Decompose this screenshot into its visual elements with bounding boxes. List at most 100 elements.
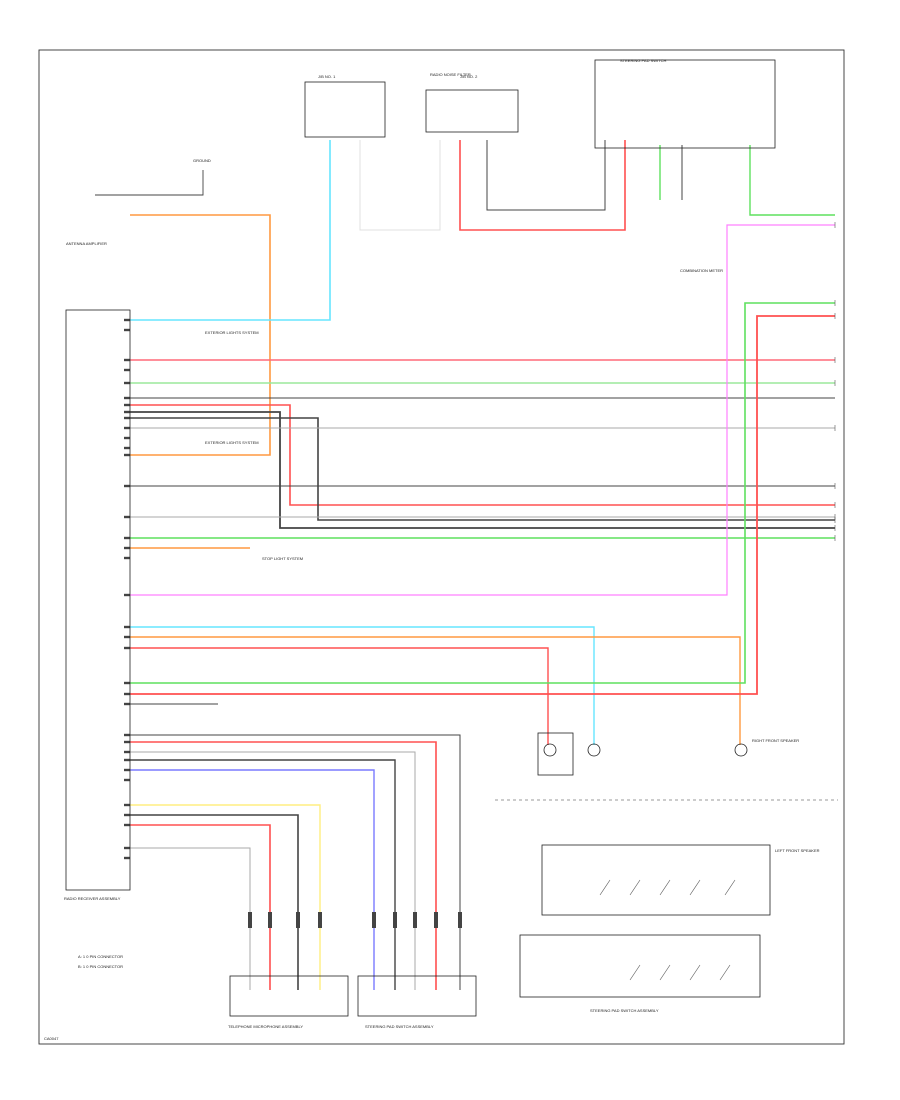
- bottom-pin-4: [318, 912, 322, 928]
- pin-mark-25: [124, 702, 130, 706]
- wire-2: [130, 140, 331, 321]
- pin-mark-7: [124, 403, 130, 407]
- pin-mark-22: [124, 646, 130, 650]
- switch-contact-1: [599, 879, 611, 896]
- wire-6: [130, 404, 835, 506]
- tel-connector-box: [229, 975, 349, 1017]
- pin-mark-32: [124, 803, 130, 807]
- pin-mark-23: [124, 681, 130, 685]
- pin-mark-4: [124, 368, 130, 372]
- bottom-pin-3: [296, 912, 300, 928]
- pin-mark-35: [124, 846, 130, 850]
- radio-filter-label: RADIO NOISE FILTER: [430, 72, 471, 77]
- footer-code: CA0047: [44, 1036, 59, 1041]
- switch-contact-5: [724, 879, 736, 896]
- speaker-mid-icon: [587, 743, 601, 757]
- speakers-row: RIGHT FRONT SPEAKER: [495, 732, 838, 801]
- top-module-a-box: [304, 81, 386, 138]
- wire-23: [130, 751, 416, 990]
- bottom-pin-6: [393, 912, 397, 928]
- stop-light-label: STOP LIGHT SYSTEM: [262, 556, 303, 561]
- wire-30: [459, 140, 626, 231]
- exterior-lights-a: EXTERIOR LIGHTS SYSTEM: [205, 330, 259, 335]
- steering-sw-box: [357, 975, 477, 1017]
- switch-contact-4: [689, 879, 701, 896]
- pin-mark-8: [124, 410, 130, 414]
- antenna-label: ANTENNA AMPLIFIER: [66, 241, 107, 246]
- wire-27: [130, 814, 299, 990]
- legend-a: A: 1 0 PIN CONNECTOR: [78, 954, 123, 959]
- wire-8: [130, 417, 835, 521]
- main-unit-box: [65, 309, 131, 891]
- wire-18: [130, 302, 835, 684]
- wire-31: [359, 140, 441, 231]
- steering-sw-label: STEERING PAD SWITCH ASSEMBLY: [365, 1024, 434, 1029]
- pin-mark-29: [124, 758, 130, 762]
- pin-mark-2: [124, 328, 130, 332]
- exterior-lights-b-label: EXTERIOR LIGHTS SYSTEM: [205, 440, 259, 445]
- tel-connector-label: TELEPHONE MICROPHONE ASSEMBLY: [228, 1024, 303, 1029]
- speaker-left-box: [537, 732, 574, 776]
- exterior-lights-a-label: EXTERIOR LIGHTS SYSTEM: [205, 330, 259, 335]
- audio-switch-box: [519, 934, 761, 998]
- pin-mark-9: [124, 416, 130, 420]
- main-unit-label: RADIO RECEIVER ASSEMBLY: [64, 896, 121, 901]
- audio-switch-label: STEERING PAD SWITCH ASSEMBLY: [590, 1008, 659, 1013]
- pin-mark-1: [124, 318, 130, 322]
- steering-pad-box: [594, 59, 776, 149]
- wire-16: [130, 636, 741, 745]
- pin-mark-19: [124, 593, 130, 597]
- wire-7: [130, 411, 835, 529]
- wire-1: [130, 214, 271, 456]
- pin-mark-34: [124, 823, 130, 827]
- bottom-pin-9: [458, 912, 462, 928]
- pin-mark-31: [124, 778, 130, 782]
- steering-pad-label: STEERING PAD SWITCH: [620, 58, 666, 63]
- wire-36: [95, 170, 204, 196]
- pin-mark-5: [124, 381, 130, 385]
- diagram-frame: [38, 49, 845, 1045]
- wire-28: [130, 824, 271, 990]
- top-module-b-box: [425, 89, 519, 133]
- pin-mark-20: [124, 625, 130, 629]
- left-speaker-box: [541, 844, 771, 916]
- bottom-pin-5: [372, 912, 376, 928]
- wire-35: [749, 145, 835, 216]
- wire-19: [130, 315, 835, 695]
- pin-mark-3: [124, 358, 130, 362]
- pin-mark-30: [124, 768, 130, 772]
- pin-mark-15: [124, 515, 130, 519]
- bottom-pin-7: [413, 912, 417, 928]
- pin-mark-24: [124, 692, 130, 696]
- pin-mark-36: [124, 856, 130, 860]
- combination-meter: COMBINATION METER: [680, 268, 723, 273]
- pin-mark-26: [124, 733, 130, 737]
- bottom-pin-2: [268, 912, 272, 928]
- wire-21: [130, 734, 461, 990]
- stop-light-system: STOP LIGHT SYSTEM: [262, 556, 303, 561]
- pin-mark-13: [124, 453, 130, 457]
- ground-label: GROUND: [193, 158, 211, 163]
- pin-mark-18: [124, 556, 130, 560]
- bottom-pin-1: [248, 912, 252, 928]
- switch-contact-8: [689, 964, 701, 981]
- left-speaker-label: LEFT FRONT SPEAKER: [775, 848, 820, 853]
- pin-mark-12: [124, 446, 130, 450]
- wire-15: [130, 626, 595, 745]
- wire-17: [130, 647, 549, 745]
- right-speaker-label: RIGHT FRONT SPEAKER: [752, 738, 799, 743]
- legend-b: B: 1 0 PIN CONNECTOR: [78, 964, 123, 969]
- top-module-b-label: J/B NO. 2: [460, 74, 478, 79]
- wires-layer: [95, 140, 836, 990]
- pin-mark-27: [124, 740, 130, 744]
- exterior-lights-b: EXTERIOR LIGHTS SYSTEM: [205, 440, 259, 445]
- switch-contact-9: [719, 964, 731, 981]
- pin-mark-33: [124, 813, 130, 817]
- top-module-b: J/B NO. 2: [425, 74, 519, 133]
- pin-mark-10: [124, 426, 130, 430]
- pin-mark-11: [124, 436, 130, 440]
- top-module-a-label: J/B NO. 1: [318, 74, 336, 79]
- switch-contact-2: [629, 879, 641, 896]
